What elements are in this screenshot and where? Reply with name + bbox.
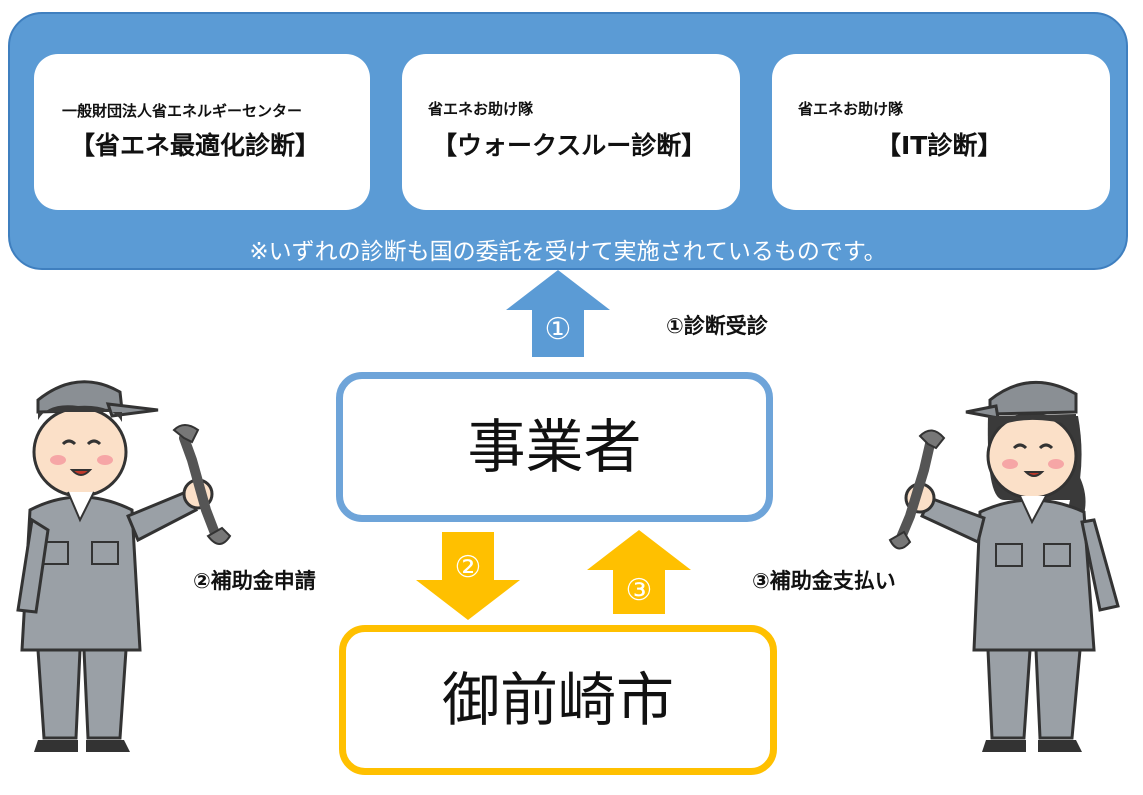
city-box: 御前崎市 xyxy=(339,625,777,775)
arrow-label: ③ xyxy=(626,573,653,608)
card-subtitle: 省エネお助け隊 xyxy=(428,100,534,118)
diagnosis-programs-panel: 一般財団法人省エネルギーセンター 【省エネ最適化診断】 省エネお助け隊 【ウォー… xyxy=(8,12,1128,270)
city-label: 御前崎市 xyxy=(441,666,674,734)
worker-man-icon xyxy=(16,380,232,752)
card-it: 省エネお助け隊 【IT診断】 xyxy=(772,54,1110,210)
panel-note: ※いずれの診断も国の委託を受けて実施されているものです。 xyxy=(249,239,887,265)
card-walkthrough: 省エネお助け隊 【ウォークスルー診断】 xyxy=(402,54,740,210)
arrow-label: ① xyxy=(545,312,572,347)
wrench-icon xyxy=(888,429,946,550)
worker-woman-icon xyxy=(888,380,1120,752)
arrow-label: ② xyxy=(455,550,482,585)
card-title: 【ウォークスルー診断】 xyxy=(432,131,707,160)
business-label: 事業者 xyxy=(467,413,642,481)
card-subtitle: 一般財団法人省エネルギーセンター xyxy=(62,102,303,120)
arrow-up-icon xyxy=(506,270,610,357)
arrow-up-icon xyxy=(587,530,691,614)
step-apply-label: ②補助金申請 xyxy=(193,569,316,593)
card-energy-center: 一般財団法人省エネルギーセンター 【省エネ最適化診断】 xyxy=(34,54,370,210)
card-subtitle: 省エネお助け隊 xyxy=(798,100,904,118)
step-diagnosis-label: ①診断受診 xyxy=(666,314,768,338)
arrow-down-icon xyxy=(416,532,520,620)
card-title: 【IT診断】 xyxy=(876,131,1003,160)
wrench-icon xyxy=(172,424,232,545)
business-box: 事業者 xyxy=(336,372,773,522)
card-title: 【省エネ最適化診断】 xyxy=(70,131,321,160)
step-pay-label: ③補助金支払い xyxy=(752,569,896,593)
